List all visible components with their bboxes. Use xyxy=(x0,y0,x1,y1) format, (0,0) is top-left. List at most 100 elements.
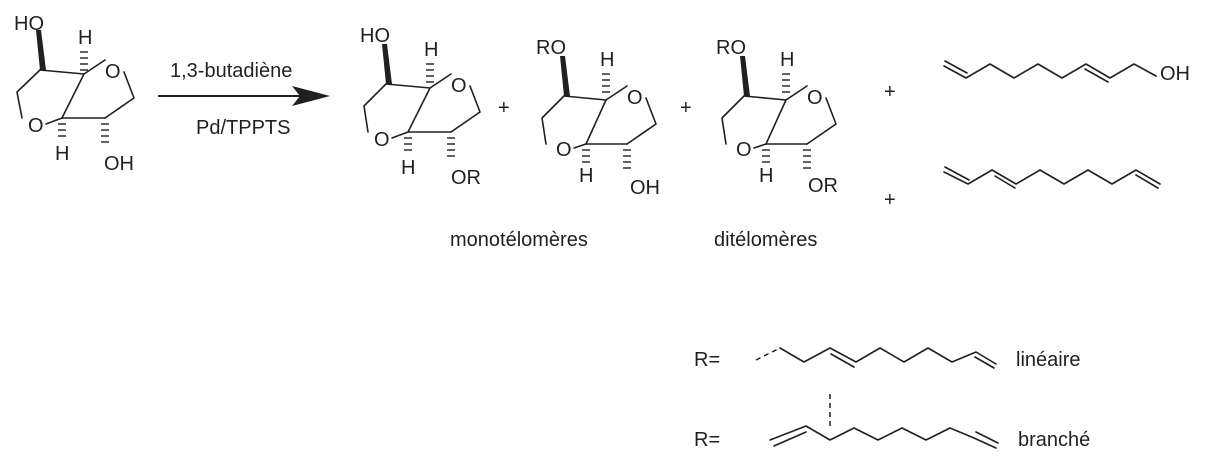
ring-bond xyxy=(721,95,745,145)
branched-label: branché xyxy=(1018,429,1090,451)
hashed-bond xyxy=(803,149,811,169)
arrowhead xyxy=(292,86,330,106)
ring-bond xyxy=(450,85,481,133)
ring-bond xyxy=(563,95,607,101)
ring-bond xyxy=(83,59,106,75)
ring-bond xyxy=(16,69,41,119)
atom-label-h: H xyxy=(780,49,794,71)
monotelomer-molecule-1: HO H O O H OR xyxy=(360,25,481,189)
hashed-bond xyxy=(101,123,109,143)
hashed-bond xyxy=(762,149,770,163)
hashed-bond xyxy=(782,73,790,93)
plus-sign: + xyxy=(498,97,510,119)
atom-label-ro: RO xyxy=(536,37,566,59)
carbon-chain xyxy=(769,425,997,449)
plus-sign: + xyxy=(884,189,896,211)
reagent-bottom-label: Pd/TPPTS xyxy=(196,117,290,139)
atom-label-ho: HO xyxy=(14,13,44,35)
hashed-bond xyxy=(58,123,66,137)
plus-sign: + xyxy=(680,97,692,119)
monotelomer-label: monotélomères xyxy=(450,229,588,251)
atom-label-h: H xyxy=(55,143,69,165)
ring-bond xyxy=(626,97,657,145)
double-bond xyxy=(975,431,999,444)
r-prefix-label: R= xyxy=(694,429,720,451)
atom-label-h: H xyxy=(78,27,92,49)
wedge-bond xyxy=(382,44,392,84)
reaction-arrow: 1,3-butadiène Pd/TPPTS xyxy=(158,60,330,139)
ring-bond xyxy=(39,69,85,75)
wedge-bond xyxy=(36,30,46,70)
hashed-bond xyxy=(623,149,631,169)
linear-label: linéaire xyxy=(1016,349,1080,371)
ring-fusion-bond xyxy=(585,99,607,145)
attachment-bond xyxy=(755,347,781,361)
double-bond xyxy=(1135,174,1159,189)
hashed-bond xyxy=(447,137,455,157)
atom-label-o: O xyxy=(807,87,823,109)
branched-chain xyxy=(769,394,999,449)
atom-label-h: H xyxy=(401,157,415,179)
double-bond xyxy=(944,60,968,74)
wedge-bond xyxy=(560,56,570,96)
atom-label-o: O xyxy=(736,139,752,161)
hashed-bond xyxy=(582,149,590,163)
double-bond xyxy=(1084,68,1109,83)
hashed-bond xyxy=(602,73,610,93)
ditelomer-molecule: RO H O O H OR xyxy=(716,37,838,197)
atom-label-o: O xyxy=(451,75,467,97)
atom-label-h: H xyxy=(759,165,773,187)
ring-bond xyxy=(753,143,767,149)
plus-sign: + xyxy=(884,81,896,103)
atom-label-or: OR xyxy=(808,175,838,197)
ring-bond xyxy=(785,85,808,101)
ring-bond xyxy=(104,71,135,119)
atom-label-o: O xyxy=(374,129,390,151)
atom-label-oh: OH xyxy=(104,153,134,175)
monotelomer-molecule-2: RO H O O H OH xyxy=(536,37,660,199)
atom-label-o: O xyxy=(556,139,572,161)
double-bond xyxy=(994,175,1016,189)
atom-label-h: H xyxy=(579,165,593,187)
atom-label-ro: RO xyxy=(716,37,746,59)
double-bond xyxy=(773,431,807,447)
atom-label-ho: HO xyxy=(360,25,390,47)
linear-chain xyxy=(755,347,997,369)
hashed-bond xyxy=(80,51,88,71)
atom-label-o: O xyxy=(105,61,121,83)
ring-bond xyxy=(45,117,63,125)
ring-bond xyxy=(806,97,837,145)
atom-label-o: O xyxy=(627,87,643,109)
double-bond xyxy=(830,353,855,368)
reagent-top-label: 1,3-butadiène xyxy=(170,60,292,82)
double-bond xyxy=(974,356,995,369)
atom-label-oh: OH xyxy=(1160,63,1190,85)
ring-fusion-bond xyxy=(61,73,85,119)
ring-bond xyxy=(743,95,787,101)
r-prefix-label: R= xyxy=(694,349,720,371)
ditelomer-label: ditélomères xyxy=(714,229,817,251)
ring-fusion-bond xyxy=(765,99,787,145)
hashed-bond xyxy=(426,63,434,83)
atom-label-o: O xyxy=(28,115,44,137)
octatriene-molecule xyxy=(943,166,1161,189)
ring-bond xyxy=(573,143,587,149)
ring-bond xyxy=(363,83,387,133)
isosorbide-molecule: HO H O O H OH xyxy=(14,13,135,175)
atom-label-h: H xyxy=(424,39,438,61)
ring-bond xyxy=(391,131,409,139)
hashed-bond xyxy=(404,137,412,151)
carbon-chain xyxy=(779,347,997,365)
carbon-chain xyxy=(943,63,1157,79)
octadienol-molecule: OH xyxy=(943,60,1190,85)
ring-bond xyxy=(605,85,628,101)
wedge-bond xyxy=(740,56,750,96)
ring-bond xyxy=(385,83,431,89)
carbon-chain xyxy=(943,169,1161,185)
atom-label-oh: OH xyxy=(630,177,660,199)
ring-bond xyxy=(541,95,565,145)
atom-label-or: OR xyxy=(451,167,481,189)
atom-label-h: H xyxy=(600,49,614,71)
double-bond xyxy=(944,166,970,181)
